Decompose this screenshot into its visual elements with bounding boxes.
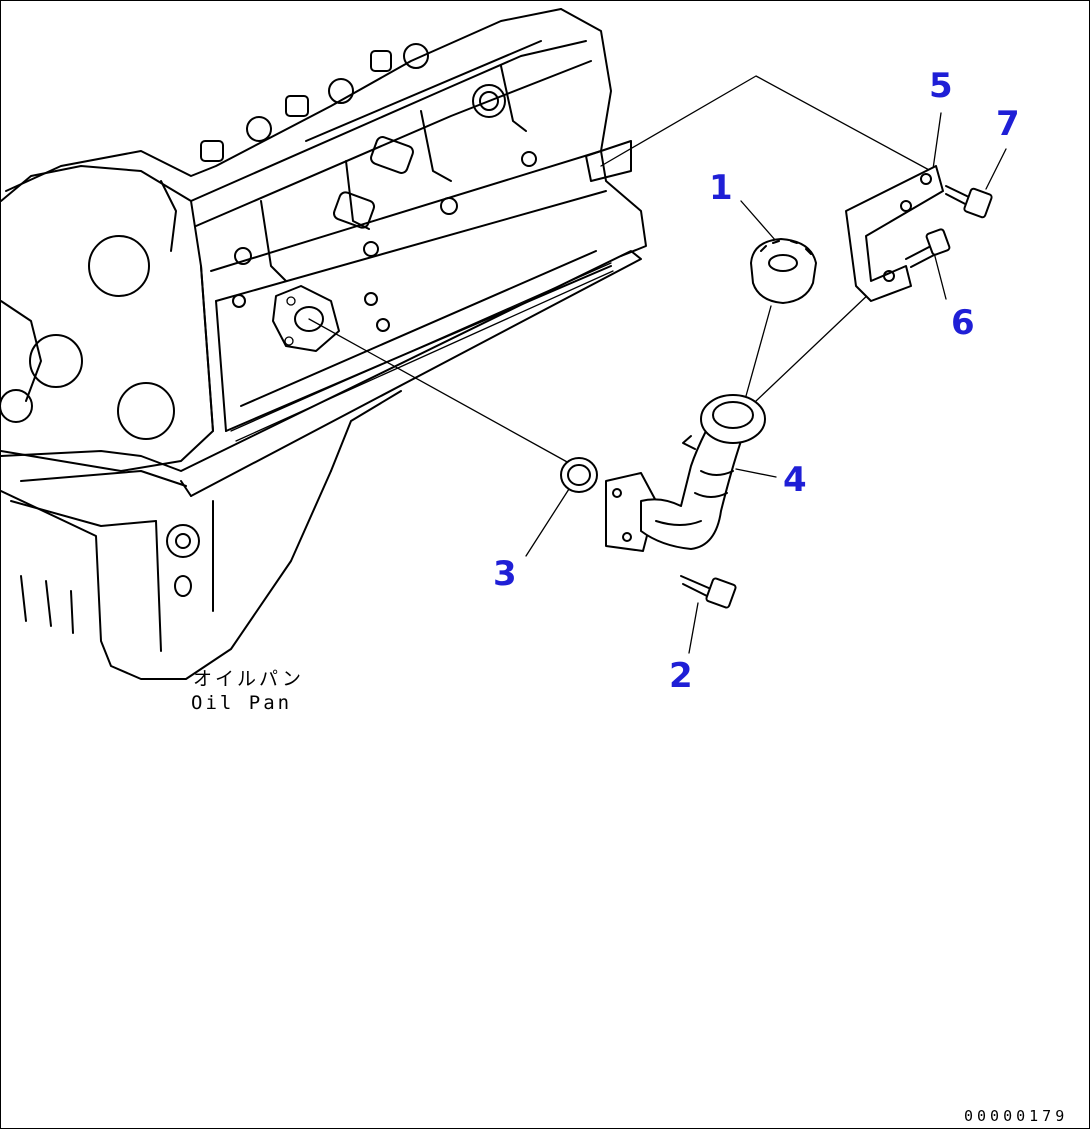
part-2-bolt bbox=[680, 575, 737, 609]
part-3-gasket bbox=[560, 457, 598, 493]
part-5-bracket bbox=[845, 165, 944, 302]
oil-pan-label-jp: オイルパン bbox=[193, 668, 304, 690]
callout-7: 7 bbox=[996, 104, 1020, 144]
engine-block bbox=[5, 8, 647, 432]
part-6-bolt bbox=[905, 228, 951, 268]
leader-lines bbox=[308, 75, 1007, 654]
callout-1: 1 bbox=[709, 168, 733, 208]
callout-2: 2 bbox=[669, 656, 693, 696]
gear-housing bbox=[1, 165, 214, 472]
part-4-filler-tube bbox=[605, 394, 766, 552]
callout-4: 4 bbox=[783, 460, 807, 500]
part-7-bolt bbox=[945, 185, 993, 219]
part-1-filler-cap bbox=[750, 238, 817, 304]
drawing-number: 00000179 bbox=[964, 1107, 1068, 1125]
callout-5: 5 bbox=[929, 66, 953, 106]
callout-3: 3 bbox=[493, 554, 517, 594]
oil-pan bbox=[1, 250, 642, 680]
oil-pan-label-en: Oil Pan bbox=[191, 692, 292, 714]
callout-6: 6 bbox=[951, 303, 975, 343]
